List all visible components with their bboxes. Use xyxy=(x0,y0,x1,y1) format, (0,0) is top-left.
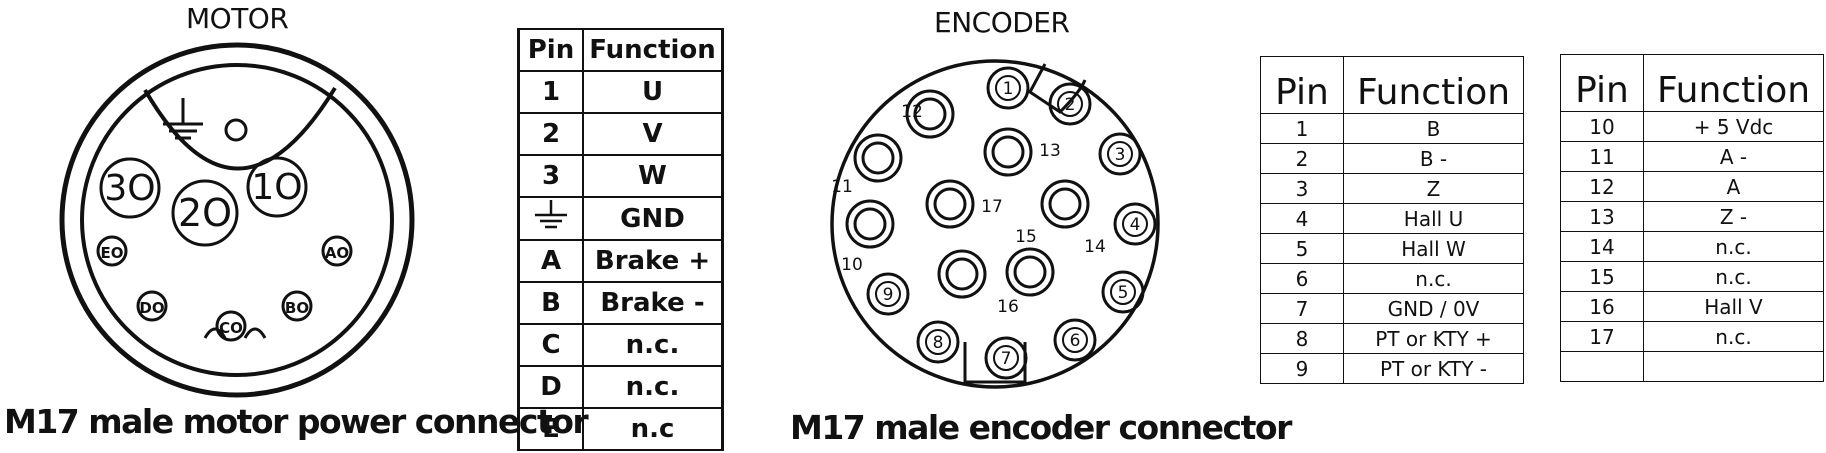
motor-table-header-pin: Pin xyxy=(517,28,584,72)
svg-text:EO: EO xyxy=(101,244,124,262)
motor-pin-B: BO xyxy=(281,290,313,322)
encoder-caption: M17 male encoder connector xyxy=(790,408,1292,447)
svg-text:12: 12 xyxy=(901,102,923,122)
motor-pin-A: AO xyxy=(321,235,353,267)
encoder-pin-1: 1 xyxy=(986,66,1030,110)
svg-text:8: 8 xyxy=(933,333,944,353)
encoder-pin-2: 2 xyxy=(1048,82,1092,126)
motor-title: MOTOR xyxy=(186,2,289,35)
table-row xyxy=(1560,351,1824,382)
motor-connector-diagram: 3O 1O 2O EO AO DO BO CO xyxy=(59,42,415,398)
encoder-pin-8: 8 xyxy=(916,320,960,364)
svg-text:14: 14 xyxy=(1084,237,1106,257)
svg-text:AO: AO xyxy=(325,244,349,262)
encoder-table-2-header-function: Function xyxy=(1643,54,1824,112)
svg-text:10: 10 xyxy=(841,255,863,275)
svg-text:17: 17 xyxy=(981,197,1003,217)
motor-table-header-function: Function xyxy=(582,28,724,72)
svg-text:9: 9 xyxy=(883,285,894,305)
ground-icon xyxy=(163,98,248,142)
motor-pin-D: DO xyxy=(136,290,168,322)
motor-pin-1: 1O xyxy=(246,156,308,218)
svg-text:1O: 1O xyxy=(251,167,302,208)
svg-text:CO: CO xyxy=(219,319,243,337)
svg-text:3O: 3O xyxy=(104,168,155,209)
encoder-hole xyxy=(937,249,987,299)
svg-text:7: 7 xyxy=(1001,349,1012,369)
svg-text:BO: BO xyxy=(285,299,309,317)
encoder-pin-10: 10 xyxy=(841,199,895,275)
motor-pin-3: 3O xyxy=(99,157,161,219)
encoder-pin-5: 5 xyxy=(1101,270,1145,314)
svg-text:2O: 2O xyxy=(178,191,232,235)
svg-text:DO: DO xyxy=(139,299,164,317)
motor-pin-C: CO xyxy=(215,310,247,342)
encoder-pin-12: 12 xyxy=(901,89,955,139)
svg-text:4: 4 xyxy=(1130,215,1141,235)
table-row: 10+ 5 Vdc xyxy=(1560,111,1824,142)
svg-text:5: 5 xyxy=(1118,283,1129,303)
encoder-table-1-header-function: Function xyxy=(1343,56,1524,114)
motor-pin-E: EO xyxy=(96,235,128,267)
svg-text:15: 15 xyxy=(1015,227,1037,247)
svg-text:16: 16 xyxy=(997,297,1019,317)
encoder-table-1-header-pin: Pin xyxy=(1260,56,1344,114)
encoder-pin-16: 16 xyxy=(997,297,1019,317)
encoder-title: ENCODER xyxy=(934,6,1070,39)
svg-text:6: 6 xyxy=(1070,331,1081,351)
svg-text:13: 13 xyxy=(1039,141,1061,161)
motor-caption: M17 male motor power connector xyxy=(4,402,589,441)
svg-text:3: 3 xyxy=(1115,145,1126,165)
encoder-pin-4: 4 xyxy=(1113,202,1157,246)
motor-pin-2: 2O xyxy=(171,179,239,247)
ground-icon xyxy=(535,200,567,229)
svg-text:2: 2 xyxy=(1065,95,1076,115)
svg-text:1: 1 xyxy=(1003,79,1014,99)
encoder-pin-6: 6 xyxy=(1053,318,1097,362)
encoder-pin-15: 15 xyxy=(1005,227,1055,297)
encoder-pin-11: 11 xyxy=(831,133,903,197)
svg-text:11: 11 xyxy=(831,177,853,197)
encoder-pin-7: 7 xyxy=(984,336,1028,380)
encoder-pin-9: 9 xyxy=(866,272,910,316)
encoder-pin-14: 14 xyxy=(1040,179,1106,257)
encoder-pin-13: 13 xyxy=(983,127,1061,177)
encoder-table-2-header-pin: Pin xyxy=(1560,54,1644,112)
encoder-pin-3: 3 xyxy=(1098,132,1142,176)
table-row: GND xyxy=(517,196,724,241)
encoder-pin-17: 17 xyxy=(925,179,1003,229)
